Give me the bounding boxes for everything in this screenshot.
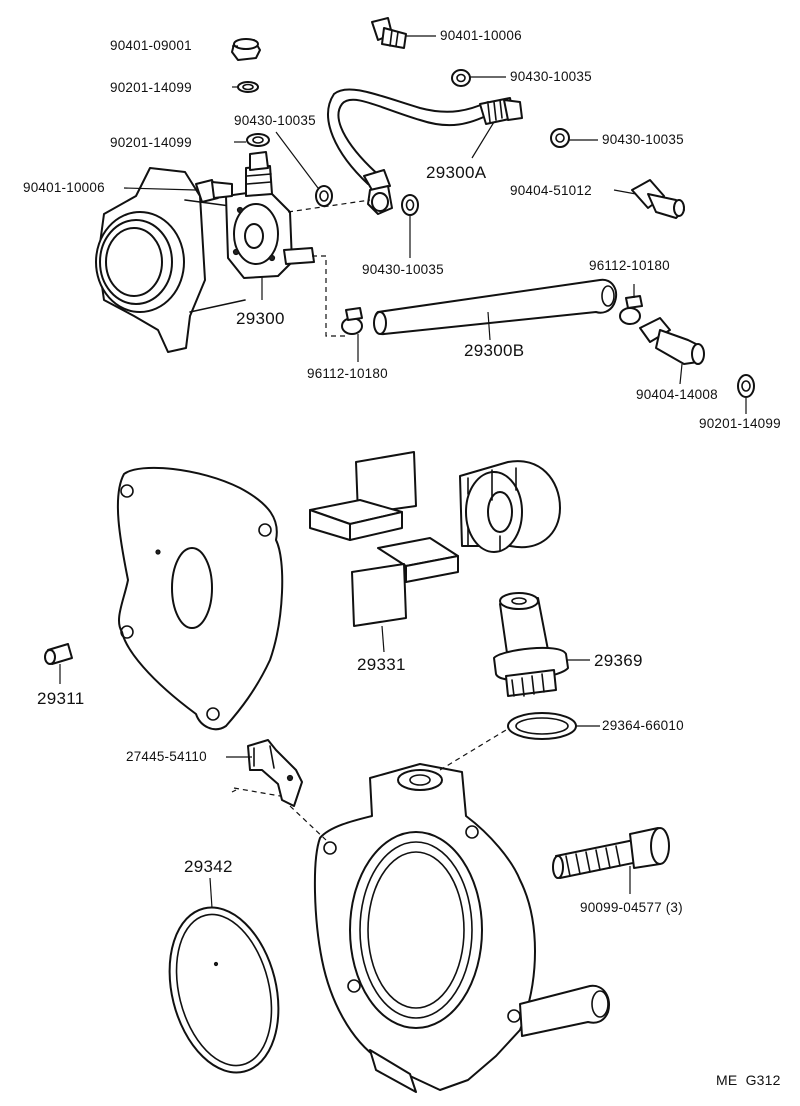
part-label-29331: 29331 bbox=[357, 655, 406, 674]
part-label-29300a: 29300A bbox=[426, 163, 487, 182]
bracket-27445 bbox=[226, 739, 303, 807]
part-label-29300b: 29300B bbox=[464, 341, 525, 360]
bolt-90099 bbox=[552, 827, 670, 894]
figure-code: ME G312 bbox=[716, 1072, 781, 1088]
leader-lines-top bbox=[123, 35, 747, 414]
part-label-29342: 29342 bbox=[184, 857, 233, 876]
part-label-90201-14099: 90201-14099 bbox=[699, 416, 781, 431]
pump-housing bbox=[313, 763, 610, 1093]
part-label-96112-10180: 96112-10180 bbox=[307, 366, 388, 381]
part-label-90201-14099: 90201-14099 bbox=[110, 80, 192, 95]
gasket-plate bbox=[116, 466, 284, 731]
part-label-90401-10006: 90401-10006 bbox=[23, 180, 105, 195]
part-label-90404-51012: 90404-51012 bbox=[510, 183, 592, 198]
vanes-29331 bbox=[309, 451, 459, 627]
part-label-27445-54110: 27445-54110 bbox=[126, 749, 207, 764]
part-label-29300: 29300 bbox=[236, 309, 285, 328]
part-label-29369: 29369 bbox=[594, 651, 643, 670]
part-label-29311: 29311 bbox=[37, 689, 85, 708]
part-label-96112-10180: 96112-10180 bbox=[589, 258, 670, 273]
part-label-90430-10035: 90430-10035 bbox=[234, 113, 316, 128]
part-label-29364-66010: 29364-66010 bbox=[602, 718, 684, 733]
part-label-90099-04577: 90099-04577 (3) bbox=[580, 900, 683, 915]
gasket-29364 bbox=[507, 712, 600, 740]
o-ring-29342 bbox=[168, 877, 280, 1074]
part-label-90430-10035: 90430-10035 bbox=[602, 132, 684, 147]
small-fittings-top bbox=[231, 17, 685, 219]
vacuum-pump-assembly bbox=[95, 151, 315, 353]
part-label-90430-10035: 90430-10035 bbox=[362, 262, 444, 277]
part-label-90430-10035: 90430-10035 bbox=[510, 69, 592, 84]
part-label-90201-14099: 90201-14099 bbox=[110, 135, 192, 150]
part-label-90404-14008: 90404-14008 bbox=[636, 387, 718, 402]
pin-29311 bbox=[44, 643, 73, 684]
part-label-90401-10006: 90401-10006 bbox=[440, 28, 522, 43]
union-bolt-29369 bbox=[493, 592, 590, 697]
rotor bbox=[459, 460, 561, 553]
hose-29300a bbox=[327, 88, 523, 215]
part-label-90401-09001: 90401-09001 bbox=[110, 38, 192, 53]
hose-29300b bbox=[341, 278, 755, 398]
